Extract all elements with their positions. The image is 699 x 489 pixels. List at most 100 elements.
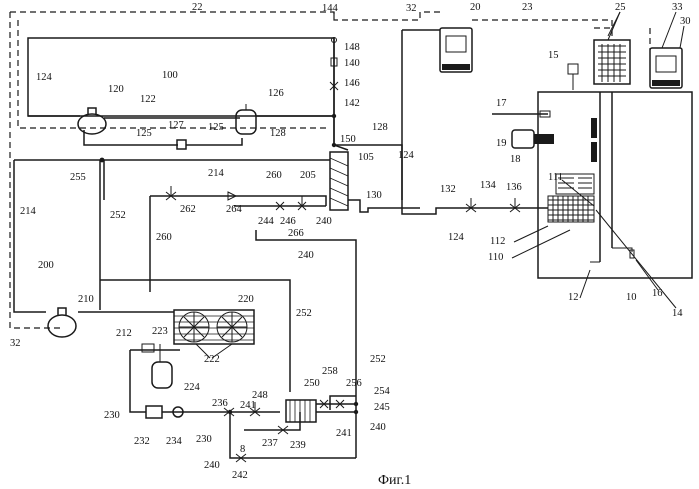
label: 112: [490, 236, 505, 247]
filter-232: [146, 406, 162, 418]
label: 125: [208, 122, 224, 133]
label: 224: [184, 382, 201, 393]
label: 220: [238, 294, 254, 305]
label: 20: [470, 2, 481, 13]
label: 134: [480, 180, 497, 191]
label: 18: [510, 154, 521, 165]
label: 242: [232, 470, 248, 481]
label: 33: [672, 2, 683, 13]
label: 241: [240, 400, 256, 411]
label: 222: [204, 354, 220, 365]
label: 240: [204, 460, 220, 471]
label: 150: [340, 134, 356, 145]
label: 252: [370, 354, 386, 365]
label: 252: [110, 210, 126, 221]
condenser-220: [174, 310, 254, 344]
label: 136: [506, 182, 522, 193]
label: 122: [140, 94, 156, 105]
label: 250: [304, 378, 320, 389]
label: 212: [116, 328, 132, 339]
label: 214: [20, 206, 37, 217]
label: 260: [156, 232, 172, 243]
controller-33: [650, 48, 682, 88]
label: 125: [136, 128, 152, 139]
label: 127: [168, 120, 184, 131]
label: 258: [322, 366, 338, 377]
valve-262: [166, 186, 176, 200]
label: 236: [212, 398, 228, 409]
cabinet-10: [538, 92, 692, 278]
valve-134: [466, 198, 476, 212]
label: 264: [226, 204, 243, 215]
label: 144: [322, 3, 339, 14]
label: 200: [38, 260, 54, 271]
label: 140: [344, 58, 360, 69]
label: 23: [522, 2, 533, 13]
label: 19: [496, 138, 507, 149]
controller-20: [440, 28, 472, 72]
controller-25: [594, 40, 630, 84]
label: 205: [300, 170, 316, 181]
compressor-210: [48, 308, 76, 337]
label: 232: [134, 436, 150, 447]
label: 246: [280, 216, 296, 227]
label: 110: [488, 252, 503, 263]
label: 130: [366, 190, 382, 201]
label: 260: [266, 170, 282, 181]
valve-136: [510, 198, 520, 212]
label: 22: [192, 2, 203, 13]
label: 210: [78, 294, 94, 305]
figure-caption: Фиг.1: [378, 473, 411, 488]
label: 254: [374, 386, 391, 397]
label: 240: [298, 250, 314, 261]
heat-exchanger-250: [286, 400, 316, 422]
label: 223: [152, 326, 168, 337]
label: 255: [70, 172, 86, 183]
label: 241: [336, 428, 352, 439]
label: 230: [196, 434, 212, 445]
label: 12: [568, 292, 579, 303]
heat-exchanger-150: [330, 152, 348, 210]
label: 100: [162, 70, 178, 81]
label: 230: [104, 410, 120, 421]
filter-127: [177, 140, 186, 149]
label: 120: [108, 84, 124, 95]
label: 25: [615, 2, 626, 13]
label: 239: [290, 440, 306, 451]
label: 245: [374, 402, 390, 413]
label: 14: [672, 308, 683, 319]
label: 15: [548, 50, 559, 61]
label: 234: [166, 436, 183, 447]
label: 128: [372, 122, 388, 133]
label: 32: [406, 3, 417, 14]
label: 30: [680, 16, 691, 27]
label: 124: [398, 150, 415, 161]
line-130: [348, 200, 420, 212]
label: 148: [344, 42, 360, 53]
label: 146: [344, 78, 360, 89]
label: 132: [440, 184, 456, 195]
receiver-126: [236, 104, 256, 134]
label: 17: [496, 98, 507, 109]
label: 8: [240, 444, 245, 455]
label: 214: [208, 168, 225, 179]
label: 244: [258, 216, 275, 227]
label: 128: [270, 128, 286, 139]
label: 240: [316, 216, 332, 227]
pipe-junctions: [100, 143, 359, 414]
line-132-124: [402, 200, 548, 214]
label: 252: [296, 308, 312, 319]
label: 262: [180, 204, 196, 215]
system-100-piping: [28, 30, 440, 200]
reference-labels: 22 144 32 20 23 25 33 30 148 140 146 142…: [10, 2, 691, 481]
label: 142: [344, 98, 360, 109]
label: 124: [448, 232, 465, 243]
valve-246: [276, 196, 306, 210]
label: 237: [262, 438, 278, 449]
sensor-17: [492, 111, 550, 117]
fan-19: [512, 118, 597, 162]
label: 32: [10, 338, 21, 349]
compressor-120: [78, 108, 106, 134]
label: 124: [36, 72, 53, 83]
